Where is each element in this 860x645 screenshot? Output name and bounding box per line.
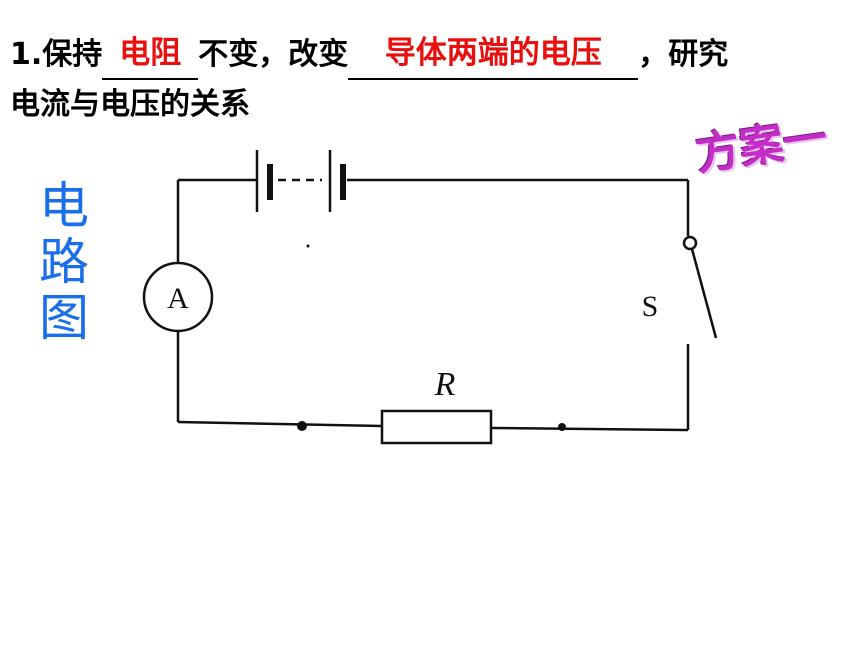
side-char-2: 路 — [39, 233, 89, 291]
resistor-icon — [380, 409, 493, 445]
junction-dot-left — [297, 421, 307, 431]
wire-bottom-right — [490, 426, 689, 432]
ammeter-label: A — [167, 282, 189, 315]
answer-2: 导体两端的电压 — [384, 35, 602, 71]
answer-blank-1: 电阻 — [102, 35, 199, 80]
question-part-4: 电流与电压的关系 — [10, 87, 250, 122]
switch-label: S — [642, 290, 659, 323]
junction-dot-right — [558, 423, 566, 431]
question-part-3: ，研究 — [638, 37, 729, 72]
side-char-1: 电 — [39, 177, 89, 235]
side-char-3: 图 — [39, 289, 89, 347]
switch-icon — [682, 235, 718, 339]
question-text: 1.保持电阻不变，改变导体两端的电压 ，研究 电流与电压的关系 — [10, 30, 850, 130]
question-part-2: 不变，改变 — [198, 37, 349, 72]
wire-bottom-left — [177, 420, 383, 428]
battery-icon — [255, 150, 346, 212]
resistor-label: R — [434, 366, 456, 403]
ammeter-icon — [142, 261, 214, 333]
circuit-diagram-label: 电 路 图 — [36, 178, 92, 346]
stray-dot — [306, 244, 310, 248]
answer-blank-2: 导体两端的电压 — [348, 35, 639, 80]
answer-1: 电阻 — [119, 35, 182, 71]
question-number: 1. — [10, 37, 43, 72]
question-part-1: 保持 — [42, 37, 103, 72]
